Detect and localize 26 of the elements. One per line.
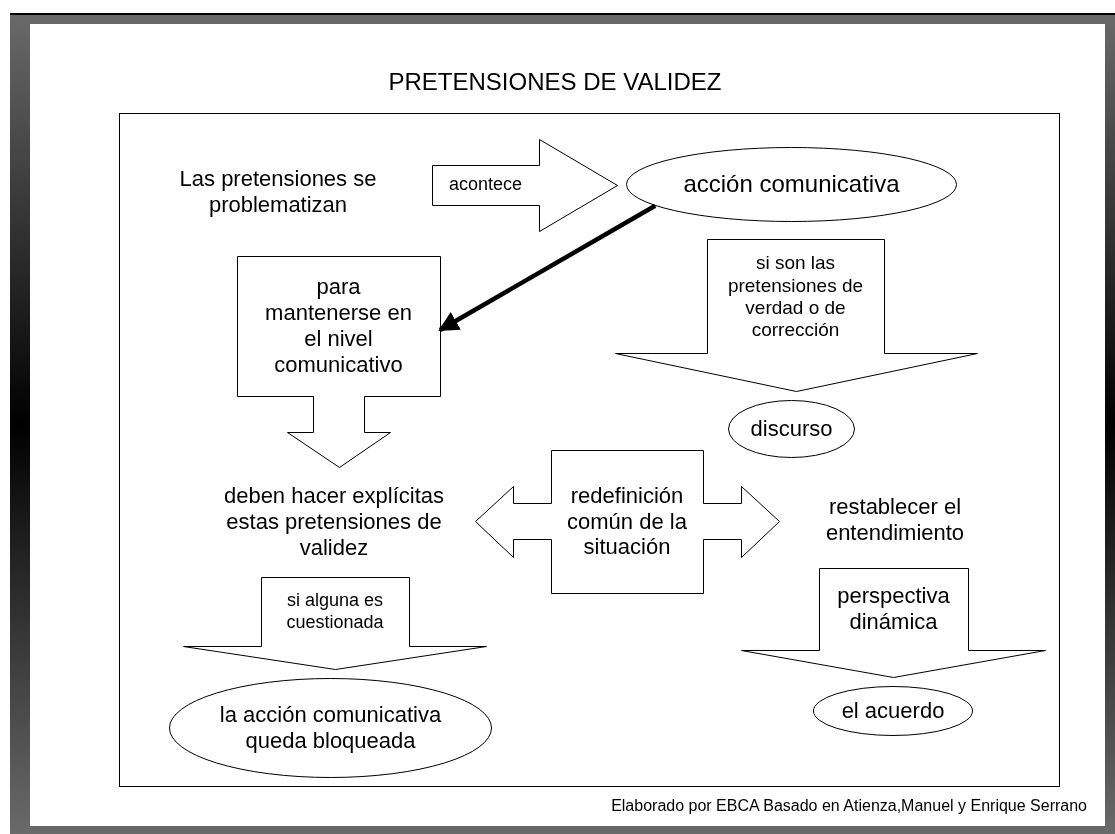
ellipse [813, 686, 973, 736]
arrow [438, 203, 657, 332]
node-label: si alguna es cuestionada [285, 589, 385, 634]
text-label: deben hacer explícitas estas pretensiones de validez [200, 474, 468, 570]
text-label: restablecer el entendimiento [790, 486, 1000, 554]
node-label: acontece [447, 173, 524, 197]
ellipse [626, 147, 957, 222]
callout-arrow-down [237, 256, 440, 467]
node-label: el acuerdo [840, 697, 946, 725]
text-label: Las pretensiones se problematizan [150, 158, 406, 226]
callout-arrow-down [615, 239, 977, 391]
caption: Elaborado por EBCA Basado en Atienza,Manuel y Enrique Serrano [611, 797, 1087, 815]
callout-arrow-down [183, 577, 486, 669]
node-label: para mantenerse en el nivel comunicativo [264, 273, 413, 379]
title: PRETENSIONES DE VALIDEZ [387, 68, 723, 96]
node-label: acción comunicativa [682, 169, 901, 200]
node-label: la acción comunicativa queda bloqueada [218, 701, 443, 755]
double-arrow-callout [475, 450, 779, 593]
node-label: redefinición común de la situación [566, 481, 688, 562]
node-label: perspectiva dinámica [836, 582, 951, 636]
ellipse [169, 678, 492, 778]
node-label: discurso [749, 415, 834, 443]
callout-arrow-down [741, 568, 1045, 677]
ellipse [728, 400, 855, 458]
block-arrow-right [432, 139, 617, 231]
node-label: si son las pretensiones de verdad o de corrección [726, 251, 865, 343]
